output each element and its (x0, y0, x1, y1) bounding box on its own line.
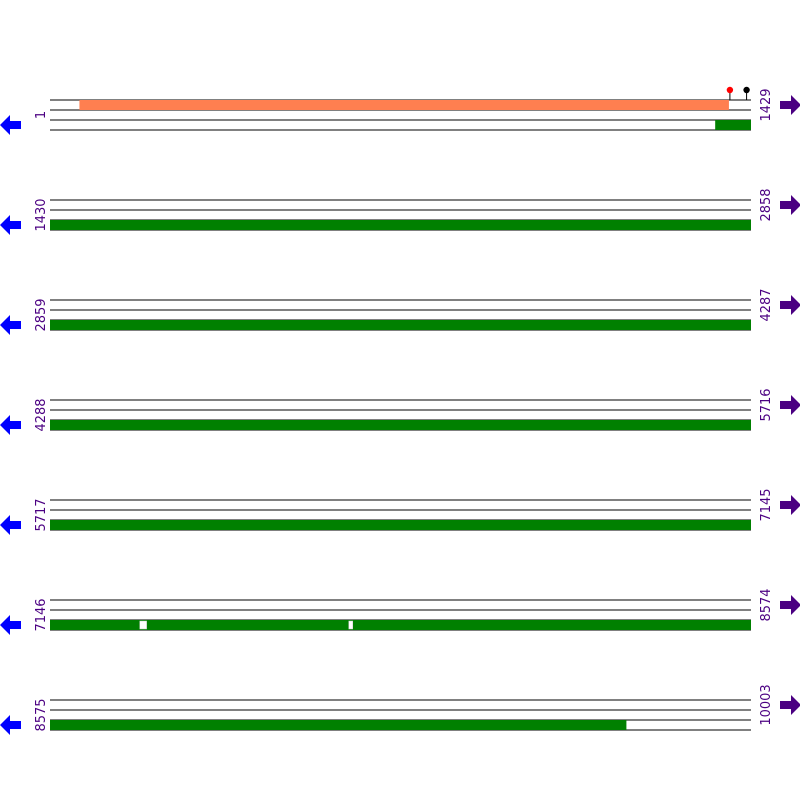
sequence-row-6: 7146 8574 (0, 588, 800, 635)
row-start-label: 5717 (34, 498, 49, 531)
left-arrow-icon[interactable] (0, 415, 21, 435)
row-end-label: 8574 (759, 588, 774, 621)
reverse-feature-bar[interactable] (50, 320, 751, 330)
reverse-feature-bar[interactable] (50, 720, 627, 730)
right-arrow-icon[interactable] (780, 695, 800, 715)
row-end-label: 7145 (759, 488, 774, 521)
reverse-feature-bar[interactable] (50, 420, 751, 430)
sequence-row-7: 8575 10003 (0, 684, 800, 735)
left-arrow-icon[interactable] (0, 715, 21, 735)
left-arrow-icon[interactable] (0, 515, 21, 535)
feature-gap (348, 620, 353, 630)
reverse-feature-bar[interactable] (50, 220, 751, 230)
feature-gap (139, 620, 147, 630)
row-end-label: 5716 (759, 388, 774, 421)
sequence-row-5: 5717 7145 (0, 488, 800, 535)
row-end-label: 4287 (759, 288, 774, 321)
row-start-label: 1430 (34, 198, 49, 231)
row-start-label: 7146 (34, 598, 49, 631)
left-arrow-icon[interactable] (0, 315, 21, 335)
row-start-label: 1 (34, 111, 49, 119)
row-end-label: 2858 (759, 188, 774, 221)
left-arrow-icon[interactable] (0, 215, 21, 235)
reverse-feature-bar[interactable] (50, 620, 751, 630)
right-arrow-icon[interactable] (780, 95, 800, 115)
row-start-label: 8575 (34, 698, 49, 731)
site-marker-icon[interactable] (743, 86, 750, 94)
sequence-row-3: 2859 4287 (0, 288, 800, 335)
site-marker-icon[interactable] (726, 86, 734, 94)
right-arrow-icon[interactable] (780, 295, 800, 315)
right-arrow-icon[interactable] (780, 595, 800, 615)
right-arrow-icon[interactable] (780, 495, 800, 515)
row-start-label: 2859 (34, 298, 49, 331)
forward-feature-bar[interactable] (79, 100, 729, 110)
sequence-row-4: 4288 5716 (0, 388, 800, 435)
left-arrow-icon[interactable] (0, 615, 21, 635)
reverse-feature-bar[interactable] (715, 120, 751, 130)
reverse-feature-bar[interactable] (50, 520, 751, 530)
sequence-row-2: 1430 2858 (0, 188, 800, 235)
right-arrow-icon[interactable] (780, 395, 800, 415)
row-end-label: 10003 (759, 684, 774, 725)
row-start-label: 4288 (34, 398, 49, 431)
row-end-label: 1429 (759, 88, 774, 121)
left-arrow-icon[interactable] (0, 115, 21, 135)
right-arrow-icon[interactable] (780, 195, 800, 215)
sequence-row-1: 1 1429 (0, 86, 800, 135)
